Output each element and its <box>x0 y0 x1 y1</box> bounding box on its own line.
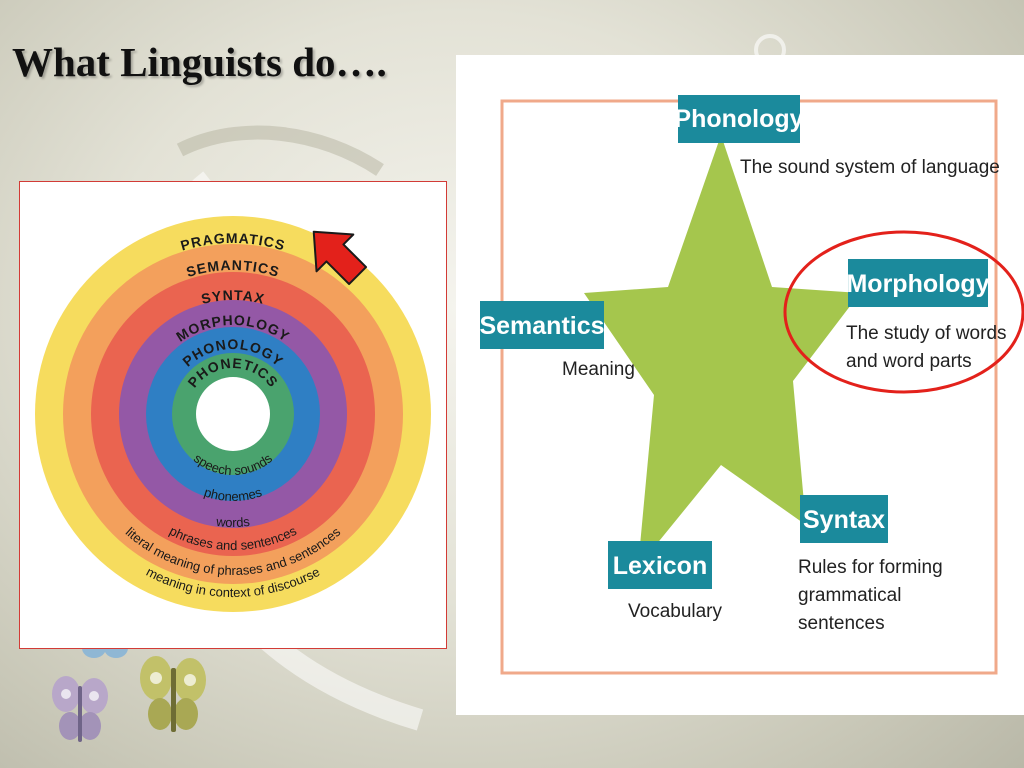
morphology-description: The study of words <box>846 323 1007 344</box>
rings-diagram-panel: PRAGMATICS SEMANTICS SYNTAX MORPHOLOGY P… <box>19 181 447 649</box>
rings-diagram: PRAGMATICS SEMANTICS SYNTAX MORPHOLOGY P… <box>35 216 431 612</box>
syntax-label-box <box>800 495 888 543</box>
syntax-description: Rules for forming <box>798 557 943 578</box>
slide-title: What Linguists do…. <box>12 39 387 85</box>
phonology-label-box <box>678 95 800 143</box>
morphology-highlight-circle <box>783 230 1024 394</box>
ring-stack <box>35 216 431 612</box>
lexicon-label-box <box>608 541 712 589</box>
butterfly-icon <box>52 676 108 742</box>
syntax-label: Syntax <box>803 506 885 534</box>
star-shape <box>584 135 860 567</box>
morphology-description: and word parts <box>846 351 972 372</box>
ring-label: SYNTAX <box>200 287 267 307</box>
star-diagram-panel: Phonology The sound system of language M… <box>456 55 1024 715</box>
star-diagram: Phonology The sound system of language M… <box>479 95 1024 675</box>
morphology-label-box <box>848 259 988 307</box>
semantics-description: Meaning <box>562 359 635 380</box>
star-point-phonology: Phonology The sound system of language <box>674 95 1000 178</box>
star-point-morphology: Morphology The study of words and word p… <box>846 259 1007 372</box>
ring-center <box>196 377 270 451</box>
syntax-description: sentences <box>798 613 885 634</box>
semantics-label-box <box>480 301 604 349</box>
lexicon-description: Vocabulary <box>628 601 723 622</box>
ring-label: SEMANTICS <box>184 257 281 280</box>
semantics-label: Semantics <box>479 312 604 340</box>
swirl-decoration <box>176 125 384 176</box>
star-point-semantics: Semantics Meaning <box>479 301 635 380</box>
unit-label: phonemes <box>202 484 264 504</box>
butterfly-icon <box>140 656 206 732</box>
morphology-label: Morphology <box>846 270 989 298</box>
star-point-lexicon: Lexicon Vocabulary <box>608 541 723 622</box>
phonology-label: Phonology <box>674 105 803 133</box>
star-point-syntax: Syntax Rules for forming grammatical sen… <box>798 495 943 634</box>
unit-label: words <box>215 514 252 530</box>
phonology-description: The sound system of language <box>740 157 1000 178</box>
lexicon-label: Lexicon <box>613 552 707 580</box>
syntax-description: grammatical <box>798 585 901 606</box>
red-arrow-icon <box>312 230 368 286</box>
